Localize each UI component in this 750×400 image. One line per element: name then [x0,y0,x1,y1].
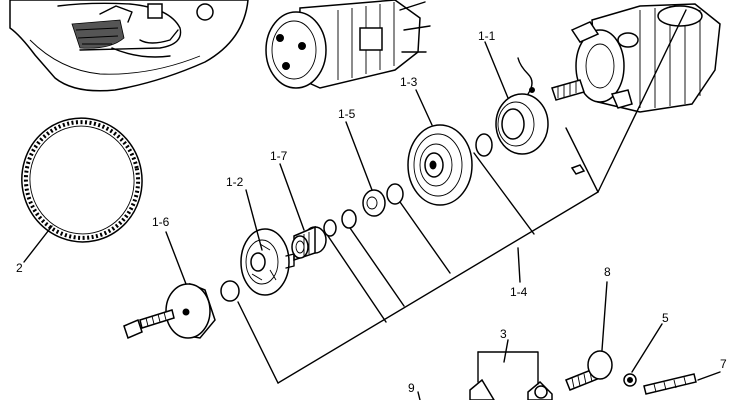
label-1-4: 1-4 [510,285,528,299]
armature-plate [240,228,295,296]
bearing [291,225,327,262]
label-7: 7 [720,357,727,371]
label-3: 3 [500,327,507,341]
label-2: 2 [16,261,23,275]
part-labels: 1-1 1-3 1-5 1-7 1-2 1-6 2 1-4 8 5 3 7 9 [16,29,727,395]
belt [21,117,143,243]
label-1-2: 1-2 [226,175,244,189]
snap-ring-upper [475,133,493,157]
ring-a [341,209,357,229]
label-8: 8 [604,265,611,279]
snap-ring-mid [386,183,404,205]
label-1-3: 1-3 [400,75,418,89]
bracket-parts [469,350,697,400]
shim-washer [362,189,386,217]
compressor-right [551,3,721,175]
pulley [407,124,473,206]
cover-bolt [123,309,175,340]
field-coil [495,57,549,155]
label-5: 5 [662,311,669,325]
label-1-7: 1-7 [270,149,288,163]
label-1-5: 1-5 [338,107,356,121]
label-9: 9 [408,381,415,395]
engine-housing [9,0,249,92]
snap-ring-lower [220,280,240,302]
dust-cover [165,282,216,339]
label-1-6: 1-6 [152,215,170,229]
leader-lines [23,9,721,400]
label-1-1: 1-1 [478,29,496,43]
ring-b [323,219,337,237]
compressor-left [265,0,431,89]
